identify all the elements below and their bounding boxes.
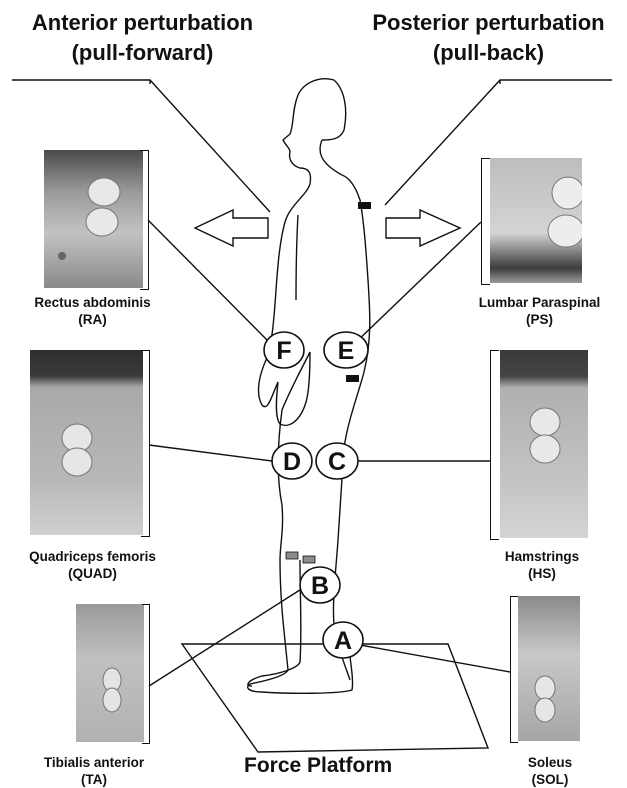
force-platform-label: Force Platform — [244, 754, 392, 778]
marker-a-label: A — [334, 627, 352, 655]
anterior-title-leader — [12, 80, 270, 212]
electrode-tab-shin-1 — [286, 552, 298, 559]
person-outline — [248, 79, 370, 694]
electrode-tab-upper-back — [358, 202, 371, 209]
connector-ps — [353, 222, 481, 345]
posterior-arrow-icon — [386, 210, 460, 246]
marker-e-label: E — [338, 337, 355, 365]
marker-b-label: B — [311, 572, 329, 600]
connector-sol — [360, 645, 510, 672]
electrode-tab-lower-back — [346, 375, 359, 382]
marker-c-label: C — [328, 448, 346, 476]
marker-d-label: D — [283, 448, 301, 476]
electrode-tab-shin-2 — [303, 556, 315, 563]
connector-quad — [149, 445, 272, 461]
connector-ra — [148, 220, 272, 345]
marker-f-label: F — [276, 337, 291, 365]
connector-ta — [149, 588, 303, 686]
posterior-title-leader — [385, 80, 612, 205]
anterior-arrow-icon — [195, 210, 268, 246]
person-arm — [296, 215, 298, 300]
